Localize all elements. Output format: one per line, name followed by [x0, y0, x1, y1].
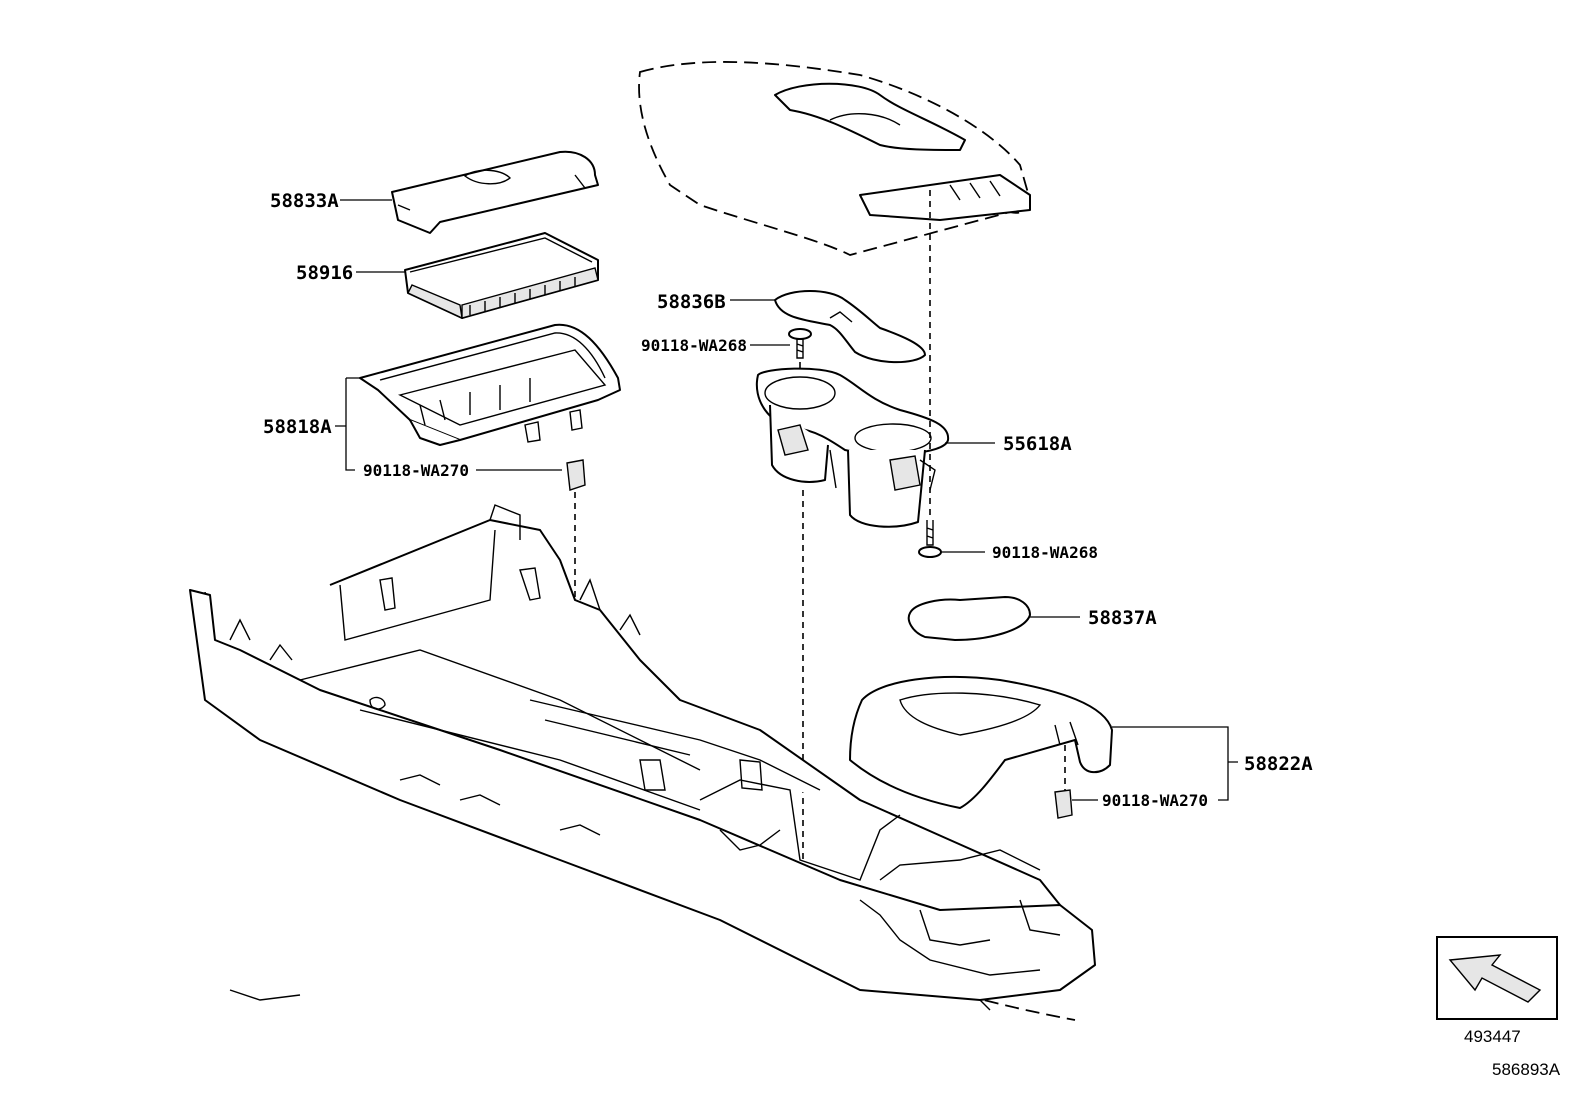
part-55618A-cupholder — [755, 367, 950, 528]
reference-box — [1436, 936, 1558, 1020]
callout-58916: 58916 — [296, 262, 353, 284]
leader-lines — [335, 199, 1238, 801]
part-58833A-lid — [391, 150, 599, 234]
callout-58836B: 58836B — [657, 291, 726, 313]
callout-58833A: 58833A — [270, 190, 339, 212]
reference-box-code: 493447 — [1464, 1027, 1521, 1046]
callout-58822A: 58822A — [1244, 753, 1313, 775]
base-console-frame — [189, 504, 1096, 1021]
arrow-icon — [1448, 954, 1542, 1003]
screw-icon-bottom — [918, 190, 942, 558]
clip-icon-right — [1054, 789, 1073, 819]
drawing-number: 586893A — [1492, 1060, 1561, 1079]
part-58836B-mat — [774, 290, 926, 364]
callout-90118-WA268-top: 90118-WA268 — [641, 336, 747, 355]
callout-55618A: 55618A — [1003, 433, 1072, 455]
part-58818A-bezel — [359, 323, 621, 446]
callout-90118-WA270-right: 90118-WA270 — [1102, 791, 1208, 810]
part-58916-tray — [404, 232, 599, 320]
callout-58837A: 58837A — [1088, 607, 1157, 629]
callout-58818A: 58818A — [263, 416, 332, 438]
callout-90118-WA270-left: 90118-WA270 — [363, 461, 469, 480]
part-58822A-cover — [849, 675, 1113, 809]
part-58837A-mat — [907, 596, 1031, 641]
upper-console-panel — [638, 61, 1031, 256]
callout-90118-WA268-bottom: 90118-WA268 — [992, 543, 1098, 562]
